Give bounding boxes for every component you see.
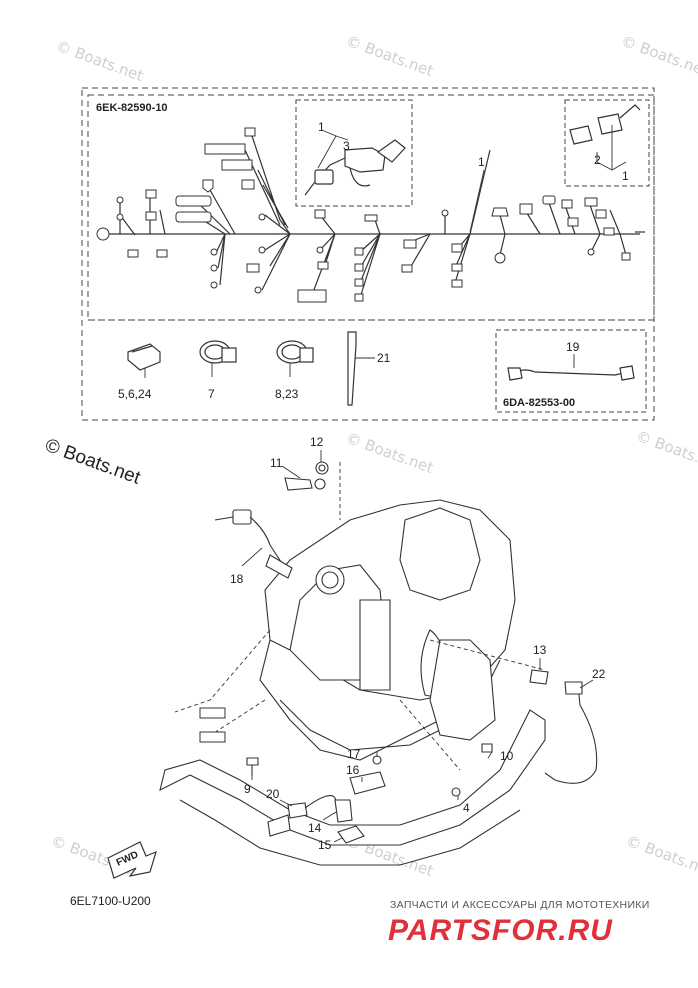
part-label-19: 19 [566, 340, 580, 354]
connector-subbox-right [564, 99, 650, 187]
watermark: © Boats.net [624, 832, 698, 880]
harness-connectors [96, 127, 631, 303]
part-label-17: 17 [347, 747, 361, 761]
part-label-11: 11 [270, 456, 283, 470]
watermark: © Boats.net [54, 37, 146, 85]
brand-name: PARTSFOR.RU [388, 914, 613, 947]
clamp-parts [127, 331, 635, 406]
part-label-10: 10 [500, 749, 514, 763]
connector-subbox [295, 99, 413, 207]
part-label-1: 1 [622, 169, 629, 183]
part-label-13: 13 [533, 643, 547, 657]
part-label-4: 4 [463, 801, 470, 815]
part-label-21: 21 [377, 351, 391, 365]
part-label-18: 18 [230, 572, 244, 586]
part-label-7: 7 [208, 387, 215, 401]
connector-assembly-1-3 [304, 139, 406, 196]
part-label-1: 1 [318, 120, 325, 134]
part-label-1: 1 [478, 155, 485, 169]
harness-box [81, 87, 655, 421]
watermark: © Boats.net [619, 32, 698, 80]
harness-inner-box [87, 94, 655, 321]
lower-parts [214, 461, 598, 844]
watermark: © Boats.net [634, 427, 698, 475]
terminal-brackets [199, 707, 226, 743]
part-label-12: 12 [310, 435, 324, 449]
part-label-16: 16 [346, 763, 360, 777]
part-label-15: 15 [318, 838, 332, 852]
part-label-3: 3 [343, 139, 350, 153]
part-label-14: 14 [308, 821, 322, 835]
connector-assembly-1-2 [569, 104, 641, 145]
lower-bracket [159, 709, 546, 866]
fwd-arrow: FWD [107, 841, 157, 879]
leader-lines [144, 125, 627, 378]
part-label-22: 22 [592, 667, 606, 681]
harness-sub-box [495, 329, 647, 413]
boats-net-label: © Boats.net [42, 435, 143, 489]
part-label-9: 9 [244, 782, 251, 796]
engine-block [259, 499, 516, 761]
sub-box-code: 6DA-82553-00 [503, 397, 575, 409]
part-label-8-23: 8,23 [275, 387, 299, 401]
part-label-2: 2 [594, 153, 601, 167]
part-label-20: 20 [266, 787, 280, 801]
watermark: © Boats.net [344, 32, 436, 80]
watermark: © Boats.net [344, 429, 436, 477]
harness-code: 6EK-82590-10 [96, 102, 168, 114]
brand-tagline: ЗАПЧАСТИ И АКСЕССУАРЫ ДЛЯ МОТОТЕХНИКИ [390, 899, 650, 911]
part-label-5-6-24: 5,6,24 [118, 387, 152, 401]
diagram-code: 6EL7100-U200 [70, 894, 151, 908]
